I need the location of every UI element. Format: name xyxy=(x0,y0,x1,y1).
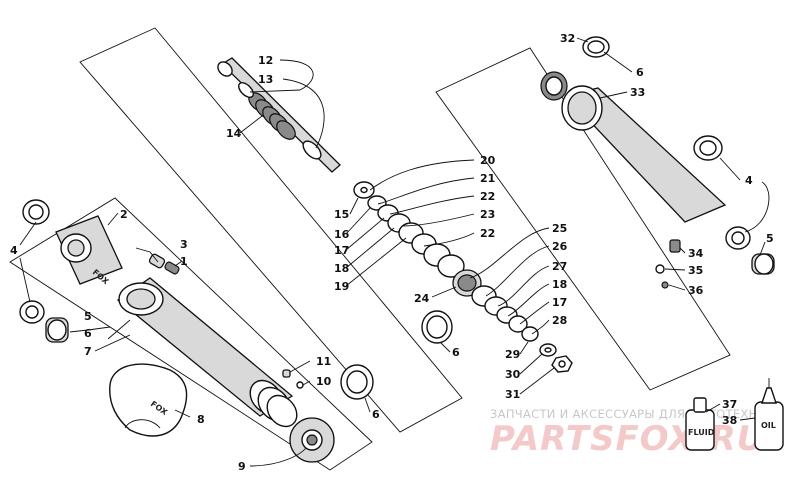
callout-5-right: 5 xyxy=(766,232,774,245)
shaft-end xyxy=(217,61,233,77)
callout-25: 25 xyxy=(552,222,567,235)
watermark: ЗАПЧАСТИ И АКСЕССУАРЫ ДЛЯ МОТОТЕХНИКИ PA… xyxy=(490,407,784,459)
callout-24: 24 xyxy=(414,292,430,305)
shim-23 xyxy=(437,254,465,278)
callout-8: 8 xyxy=(197,413,205,426)
callout-1: 1 xyxy=(180,255,188,268)
callout-10: 10 xyxy=(316,375,332,388)
callout-21: 21 xyxy=(480,172,495,185)
ball-35 xyxy=(655,264,665,274)
callout-6-right: 6 xyxy=(636,66,644,79)
bottle-fluid-label: FLUID xyxy=(688,428,715,437)
callout-4-right: 4 xyxy=(745,174,753,187)
shaft-collar-12 xyxy=(238,82,254,98)
frame-right xyxy=(435,47,731,391)
callout-26: 26 xyxy=(552,240,568,253)
shim-28 xyxy=(508,315,528,333)
callout-28: 28 xyxy=(552,314,567,327)
frame-center xyxy=(79,27,463,433)
callout-17: 17 xyxy=(334,244,349,257)
pin-11 xyxy=(282,369,291,378)
callout-12: 12 xyxy=(258,54,273,67)
end-cap-9 xyxy=(289,417,335,463)
reservoir-assembly xyxy=(540,36,775,289)
callout-29: 29 xyxy=(505,348,520,361)
callout-3: 3 xyxy=(180,238,188,251)
callout-5-left: 5 xyxy=(84,310,92,323)
callout-20: 20 xyxy=(480,154,496,167)
callout-32: 32 xyxy=(560,32,575,45)
callout-27: 27 xyxy=(552,260,567,273)
shaft-assembly xyxy=(217,57,341,173)
ball-10 xyxy=(296,381,304,389)
callout-13: 13 xyxy=(258,73,273,86)
bottle-oil-label: OIL xyxy=(761,421,776,430)
seal-ring-6-center xyxy=(421,310,453,344)
callout-6-center: 6 xyxy=(452,346,460,359)
frame-left xyxy=(9,197,373,471)
callout-6-bottom: 6 xyxy=(372,408,380,421)
callout-37: 37 xyxy=(722,398,737,411)
callout-18: 18 xyxy=(334,262,349,275)
exploded-frames xyxy=(9,27,731,471)
left-body-assembly: FOX FOX xyxy=(19,199,374,463)
fox-cover-8 xyxy=(109,363,188,437)
valve-34 xyxy=(669,239,681,253)
callout-34: 34 xyxy=(688,247,704,260)
plug-36 xyxy=(661,281,669,289)
callout-19: 19 xyxy=(334,280,349,293)
callout-2: 2 xyxy=(120,208,128,221)
callout-6-left: 6 xyxy=(84,327,92,340)
callouts: 12 13 14 2 4 3 1 5 6 7 8 9 11 10 6 15 16… xyxy=(10,32,774,473)
callout-30: 30 xyxy=(505,368,521,381)
valve-stack xyxy=(353,181,573,373)
callout-17-right: 17 xyxy=(552,296,567,309)
bottle-oil-38: OIL xyxy=(754,378,784,451)
callout-22-bottom: 22 xyxy=(480,227,495,240)
callout-15: 15 xyxy=(334,208,349,221)
shim-29 xyxy=(521,326,539,342)
callout-9: 9 xyxy=(238,460,246,473)
callout-22-top: 22 xyxy=(480,190,495,203)
shaft-bumper-13 xyxy=(302,140,322,160)
callout-4-left: 4 xyxy=(10,244,18,257)
callout-31: 31 xyxy=(505,388,520,401)
callout-16: 16 xyxy=(334,228,350,241)
callout-14: 14 xyxy=(226,127,242,140)
callout-18-right: 18 xyxy=(552,278,567,291)
callout-7: 7 xyxy=(84,345,92,358)
leader-lines xyxy=(19,37,770,467)
callout-11: 11 xyxy=(316,355,331,368)
callout-38: 38 xyxy=(722,414,737,427)
fitting-1 xyxy=(164,261,180,275)
watermark-logo: PARTSFOX.RU xyxy=(490,419,765,459)
callout-33: 33 xyxy=(630,86,645,99)
body-bottom-rings xyxy=(249,379,298,428)
shaft-spring-14 xyxy=(248,92,296,140)
callout-23: 23 xyxy=(480,208,495,221)
callout-35: 35 xyxy=(688,264,703,277)
bottle-fluid-37: FLUID xyxy=(685,397,715,451)
callout-36: 36 xyxy=(688,284,704,297)
